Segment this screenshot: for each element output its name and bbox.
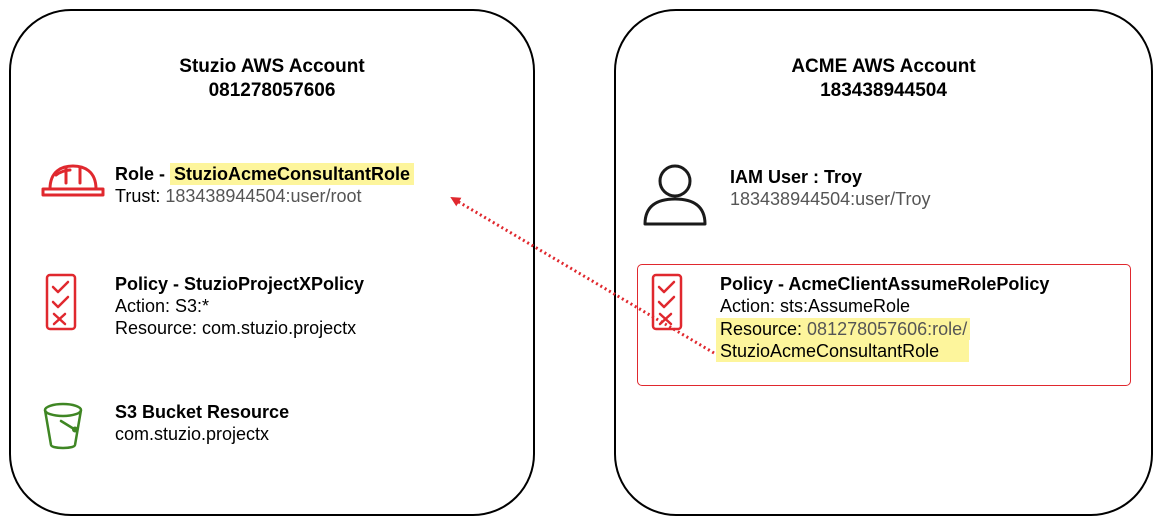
stuzio-policy-title: Policy - StuzioProjectXPolicy [115, 274, 365, 294]
acme-account-name: ACME AWS Account [791, 56, 976, 77]
iam-user-text-block: IAM User : Troy 183438944504:user/Troy [730, 166, 930, 210]
stuzio-policy-resource: Resource: com.stuzio.projectx [115, 318, 357, 338]
role-prefix: Role - [115, 164, 171, 184]
acme-policy-action: Action: sts:AssumeRole [720, 296, 911, 316]
acme-policy-text-block: Policy - AcmeClientAssumeRolePolicy Acti… [716, 273, 1050, 362]
acme-policy-resource-label: Resource: [720, 319, 808, 339]
acme-policy-title: Policy - AcmeClientAssumeRolePolicy [720, 274, 1050, 294]
role-trust-label: Trust: [115, 186, 166, 206]
acme-account-box: ACME AWS Account 183438944504 [614, 9, 1153, 516]
stuzio-policy-action: Action: S3:* [115, 296, 210, 316]
acme-policy-resource-line2: StuzioAcmeConsultantRole [716, 340, 970, 362]
acme-account-number: 183438944504 [820, 80, 947, 101]
acme-policy-resource-value: 081278057606:role/ [807, 319, 968, 339]
hard-hat-icon [40, 163, 106, 204]
acme-policy-resource-line1: Resource: 081278057606:role/ [716, 318, 971, 340]
bucket-title: S3 Bucket Resource [115, 402, 290, 422]
user-icon [640, 161, 710, 232]
role-trust-value: 183438944504:user/root [165, 186, 362, 206]
role-name: StuzioAcmeConsultantRole [170, 163, 415, 185]
bucket-name: com.stuzio.projectx [115, 424, 270, 444]
stuzio-account-box: Stuzio AWS Account 081278057606 [9, 9, 535, 516]
stuzio-account-number: 081278057606 [208, 80, 336, 101]
bucket-icon [42, 401, 84, 458]
stuzio-account-title: Stuzio AWS Account 081278057606 [11, 55, 533, 103]
acme-account-title: ACME AWS Account 183438944504 [616, 55, 1151, 103]
stuzio-account-name: Stuzio AWS Account [179, 56, 365, 77]
iam-user-title: IAM User : Troy [730, 167, 863, 187]
checklist-icon [651, 273, 683, 336]
iam-user-arn: 183438944504:user/Troy [730, 189, 931, 209]
bucket-text-block: S3 Bucket Resource com.stuzio.projectx [115, 401, 289, 445]
role-text-block: Role - StuzioAcmeConsultantRole Trust: 1… [115, 163, 415, 207]
checklist-icon [45, 273, 77, 336]
stuzio-policy-text-block: Policy - StuzioProjectXPolicy Action: S3… [115, 273, 364, 339]
